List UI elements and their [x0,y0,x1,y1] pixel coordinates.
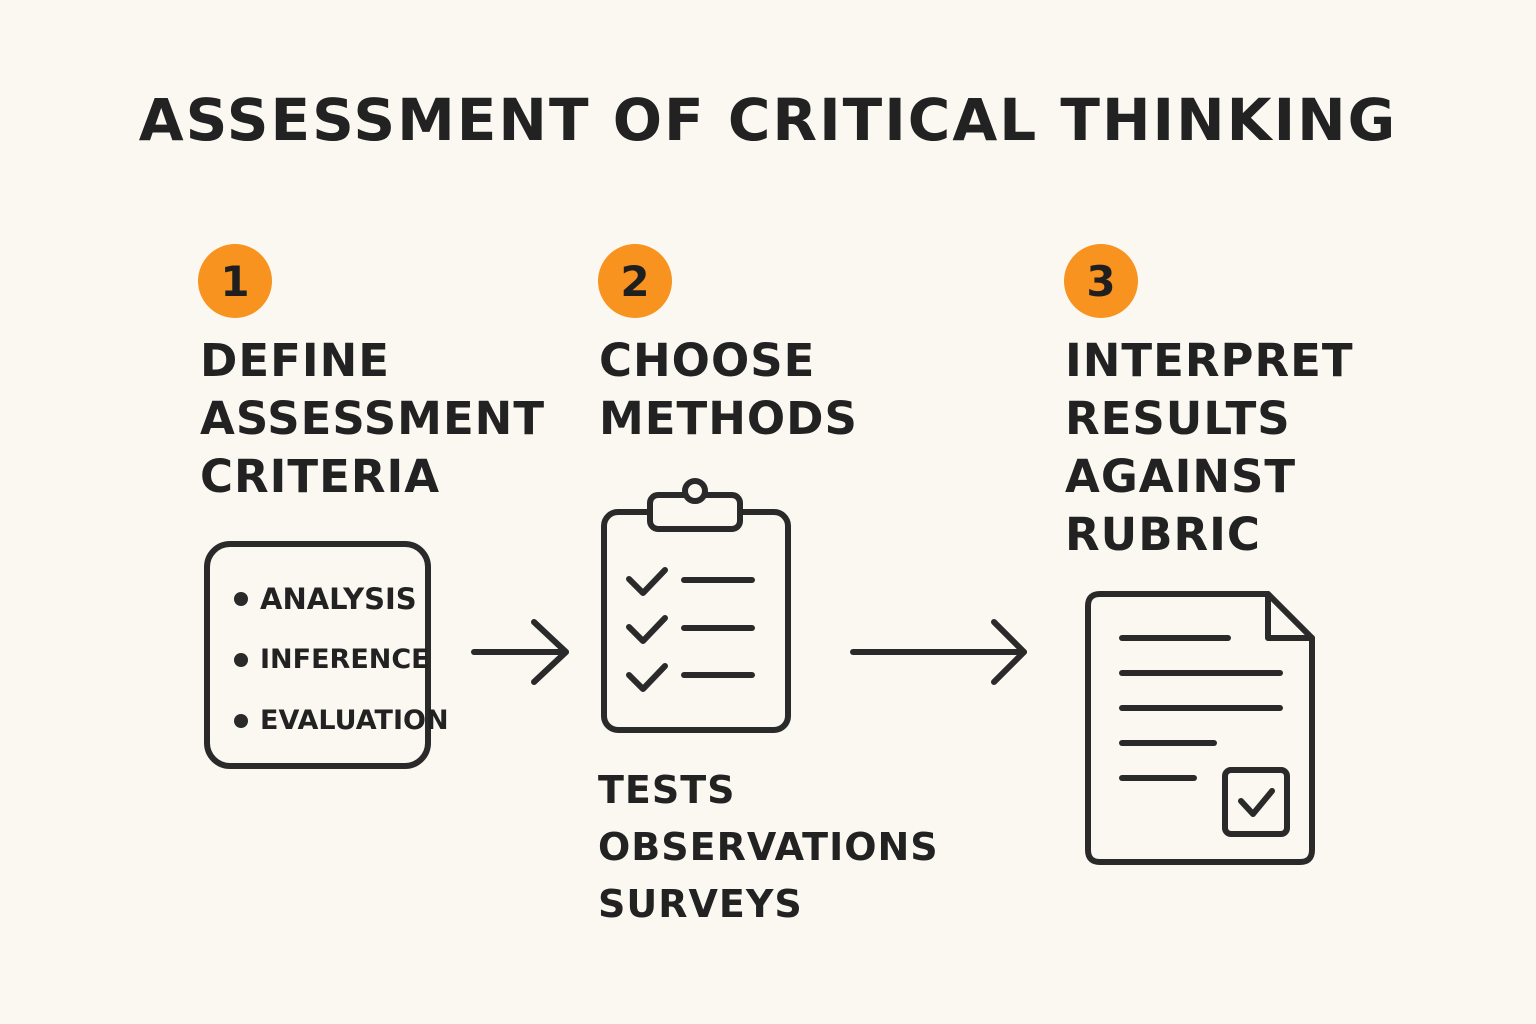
step-1-badge: 1 [198,244,272,318]
step-3-title-line: RESULTS [1065,392,1291,445]
methods-list: TESTS OBSERVATIONS SURVEYS [598,762,939,933]
step-1-title-line: CRITERIA [200,450,441,503]
step-3-badge: 3 [1064,244,1138,318]
step-2-badge: 2 [598,244,672,318]
criteria-item-evaluation: EVALUATION [260,705,449,736]
bullet-dot [234,714,248,728]
bullet-dot [234,653,248,667]
method-item: TESTS [598,768,736,812]
clipboard-checklist-icon [601,478,791,733]
step-2-title: CHOOSE METHODS [599,332,858,448]
arrow-right-icon [850,619,1027,685]
diagram-title: ASSESSMENT OF CRITICAL THINKING [138,86,1398,154]
step-3-title-line: RUBRIC [1065,508,1261,561]
method-item: SURVEYS [598,882,803,926]
step-1-title: DEFINE ASSESSMENT CRITERIA [200,332,545,506]
document-checkbox-icon [1085,591,1315,865]
step-1-title-line: DEFINE [200,334,390,387]
step-2-title-line: METHODS [599,392,858,445]
step-3-title-line: AGAINST [1065,450,1297,503]
bullet-dot [234,592,248,606]
arrow-right-icon [471,619,569,685]
criteria-item-analysis: ANALYSIS [260,582,417,616]
method-item: OBSERVATIONS [598,825,939,869]
criteria-item-inference: INFERENCE [260,644,430,675]
step-1-title-line: ASSESSMENT [200,392,546,445]
step-3-title-line: INTERPRET [1065,334,1354,387]
step-2-title-line: CHOOSE [599,334,816,387]
criteria-list-box-icon: ANALYSIS INFERENCE EVALUATION [204,541,449,769]
step-3-title: INTERPRET RESULTS AGAINST RUBRIC [1065,332,1354,564]
